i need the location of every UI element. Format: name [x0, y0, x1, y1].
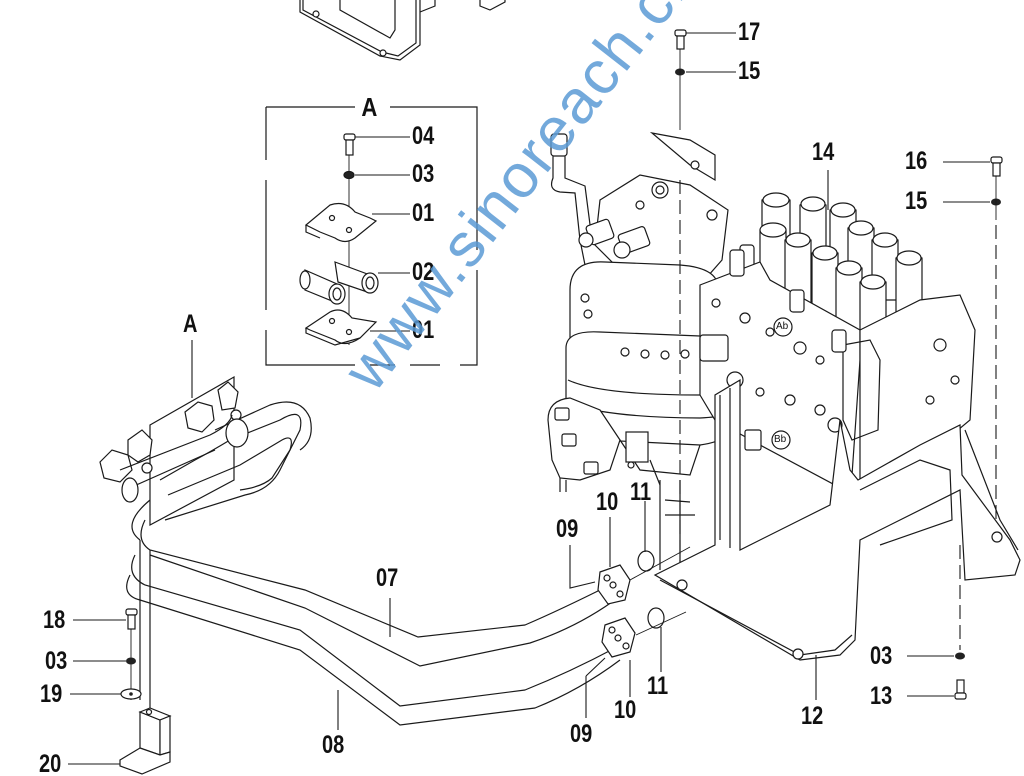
port-label-bb: Bb [774, 434, 787, 445]
callout-12: 12 [801, 702, 824, 730]
callout-01-lower: 01 [412, 316, 435, 344]
callout-07: 07 [376, 564, 399, 592]
callout-13: 13 [870, 682, 893, 710]
callout-11-lower: 11 [647, 672, 669, 700]
callout-01-upper: 01 [412, 199, 435, 227]
bolt-stack-top [674, 29, 736, 580]
bolt-icon [343, 133, 356, 156]
callout-17: 17 [738, 18, 761, 46]
bolt-stack-lower-left [68, 608, 172, 775]
callout-09-upper: 09 [556, 515, 579, 543]
callout-08: 08 [322, 731, 345, 759]
hydraulic-pipes [126, 499, 621, 730]
callout-11-upper: 11 [630, 478, 652, 506]
bolt-icon [674, 29, 687, 50]
bolt-stack-right [943, 156, 1003, 530]
callout-02: 02 [412, 258, 435, 286]
callout-04: 04 [412, 122, 435, 150]
valve-stand [653, 378, 1021, 700]
callout-20: 20 [39, 750, 62, 776]
callout-10-upper: 10 [596, 488, 619, 516]
pipe-clamp-bracket [99, 340, 312, 527]
port-label-ab: Ab [776, 321, 789, 332]
callout-18: 18 [43, 606, 66, 634]
inset-title: A [358, 94, 381, 120]
callout-10-lower: 10 [614, 696, 637, 724]
bolt-icon [954, 679, 967, 700]
callout-14: 14 [812, 138, 835, 166]
callout-15-right: 15 [905, 187, 928, 215]
bolt-icon [125, 608, 138, 630]
callout-16: 16 [905, 147, 928, 175]
callout-19: 19 [40, 680, 63, 708]
callout-03-right: 03 [870, 642, 893, 670]
top-bracket-fragment [299, 0, 506, 61]
bolt-icon [990, 156, 1003, 177]
callout-15-top: 15 [738, 57, 761, 85]
callout-03-left: 03 [45, 647, 68, 675]
callout-09-lower: 09 [570, 720, 593, 748]
detail-inset-a [265, 106, 478, 366]
callout-03-inset: 03 [412, 160, 435, 188]
detail-reference-a: A [183, 310, 198, 338]
split-flanges [569, 501, 691, 718]
